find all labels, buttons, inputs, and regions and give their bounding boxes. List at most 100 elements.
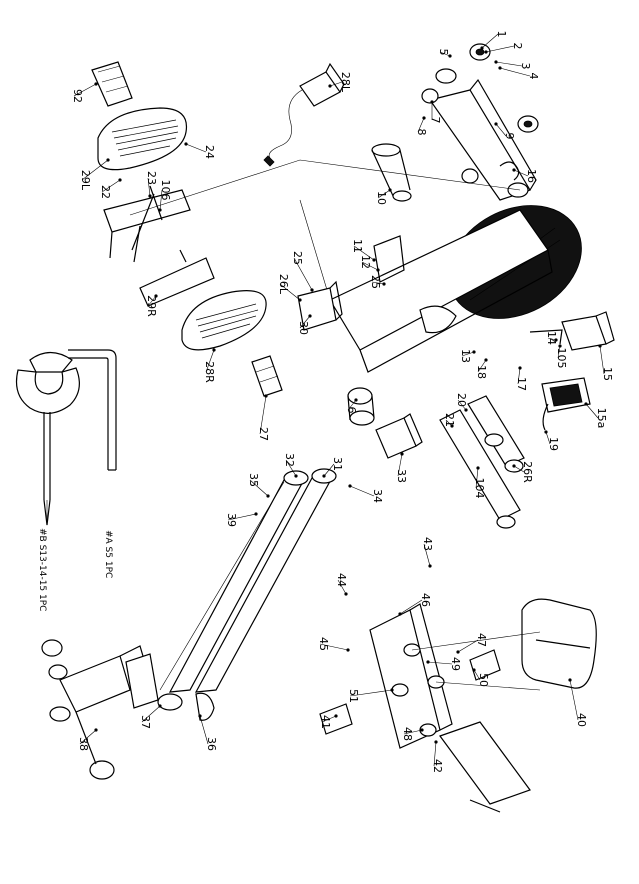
part-callout: 36 xyxy=(205,737,218,751)
leader-dot xyxy=(348,484,352,488)
leader-line xyxy=(461,351,475,357)
part-callout: 1 xyxy=(495,31,508,38)
part-callout: 22 xyxy=(99,185,112,199)
part-callout: 3 xyxy=(519,63,532,70)
leader-dot xyxy=(344,592,348,596)
leader-dot xyxy=(328,84,332,88)
leader-dot xyxy=(422,116,426,120)
leader-line xyxy=(397,453,403,477)
leader-line xyxy=(321,715,337,723)
leader-dot xyxy=(480,46,484,50)
console-monitor xyxy=(541,377,591,431)
leader-line xyxy=(599,345,605,375)
leader-dot xyxy=(390,688,394,692)
leader-line xyxy=(495,123,507,137)
leader-line xyxy=(141,705,161,723)
front-stabilizer xyxy=(41,639,151,780)
part-callout: 2 xyxy=(511,43,524,50)
leader-dot xyxy=(334,714,338,718)
part-callout: 31 xyxy=(331,457,344,471)
rear-stabilizer xyxy=(421,43,539,201)
leader-line xyxy=(499,67,531,77)
leader-dot xyxy=(398,612,402,616)
part-callout: 105 xyxy=(555,348,568,369)
leader-line xyxy=(205,349,215,373)
pedal-support-right xyxy=(139,249,215,307)
part-callout: 29L xyxy=(79,170,92,191)
leader-dot xyxy=(212,348,216,352)
part-callout: 6 xyxy=(345,407,358,414)
leader-line xyxy=(399,599,423,615)
part-callout: 19 xyxy=(547,437,560,451)
leader-line xyxy=(481,33,499,49)
pivot-axle xyxy=(347,387,375,426)
leader-dot xyxy=(584,402,588,406)
multi-wrench-tool xyxy=(15,351,80,526)
part-callout: 50 xyxy=(477,673,490,687)
leader-line xyxy=(299,315,311,329)
leader-dot xyxy=(598,344,602,348)
leader-dot xyxy=(512,168,516,172)
part-callout: 21 xyxy=(443,413,456,427)
leader-line xyxy=(329,81,343,87)
part-callout: 41 xyxy=(319,715,332,729)
leader-dot xyxy=(420,728,424,732)
part-callout: 26L xyxy=(277,274,290,295)
part-callout: 15 xyxy=(601,367,614,381)
part-callout: 40 xyxy=(575,713,588,727)
leader-line xyxy=(485,45,515,53)
part-callout: 104 xyxy=(473,478,486,499)
roller-bracket xyxy=(125,653,215,721)
leader-dot xyxy=(94,728,98,732)
tool-a-label: #A S5 1PC xyxy=(103,530,113,578)
part-callout: 27 xyxy=(257,427,270,441)
leader-dot xyxy=(354,398,358,402)
leader-line xyxy=(439,51,451,57)
part-callout: 9 xyxy=(503,133,516,140)
pedal-left xyxy=(97,107,188,171)
leader-dot xyxy=(198,714,202,718)
leader-dot xyxy=(382,282,386,286)
part-callout: 13 xyxy=(459,349,472,363)
leader-line xyxy=(417,117,425,133)
leader-line xyxy=(433,741,437,767)
part-callout: 37 xyxy=(139,715,152,729)
leader-line xyxy=(403,729,423,735)
leader-line xyxy=(319,643,349,651)
leader-dot xyxy=(184,142,188,146)
leader-line xyxy=(457,399,467,411)
leader-dot xyxy=(148,194,152,198)
handlebar-assembly xyxy=(439,395,525,529)
leader-dot xyxy=(472,668,476,672)
leader-dot xyxy=(298,298,302,302)
leader-dot xyxy=(554,338,558,342)
part-callout: 30 xyxy=(297,321,310,335)
part-callout: 51 xyxy=(347,689,360,703)
leader-dot xyxy=(158,208,162,212)
main-frame xyxy=(129,159,553,373)
leader-line xyxy=(495,61,523,67)
part-callout: 25 xyxy=(369,275,382,289)
leader-line xyxy=(557,345,561,359)
leader-dot xyxy=(456,650,460,654)
leader-dot xyxy=(254,512,258,516)
part-callout: 38 xyxy=(77,737,90,751)
leader-line xyxy=(81,159,109,181)
tool-b-label: #B S13-14-15 1PC xyxy=(37,528,47,611)
allen-key-tool xyxy=(68,349,117,471)
pivot-cap-right xyxy=(375,413,423,459)
part-callout: 28L xyxy=(339,72,352,93)
leader-line xyxy=(285,459,297,477)
leader-line xyxy=(569,679,579,721)
part-callout: 92 xyxy=(71,89,84,103)
handle-tube-106 xyxy=(371,143,412,202)
part-callout: 42 xyxy=(431,759,444,773)
leader-dot xyxy=(568,678,572,682)
leader-line xyxy=(545,431,551,445)
power-adapter xyxy=(263,62,345,167)
leader-dot xyxy=(426,660,430,664)
leader-dot xyxy=(376,268,380,272)
part-callout: 39 xyxy=(225,513,238,527)
